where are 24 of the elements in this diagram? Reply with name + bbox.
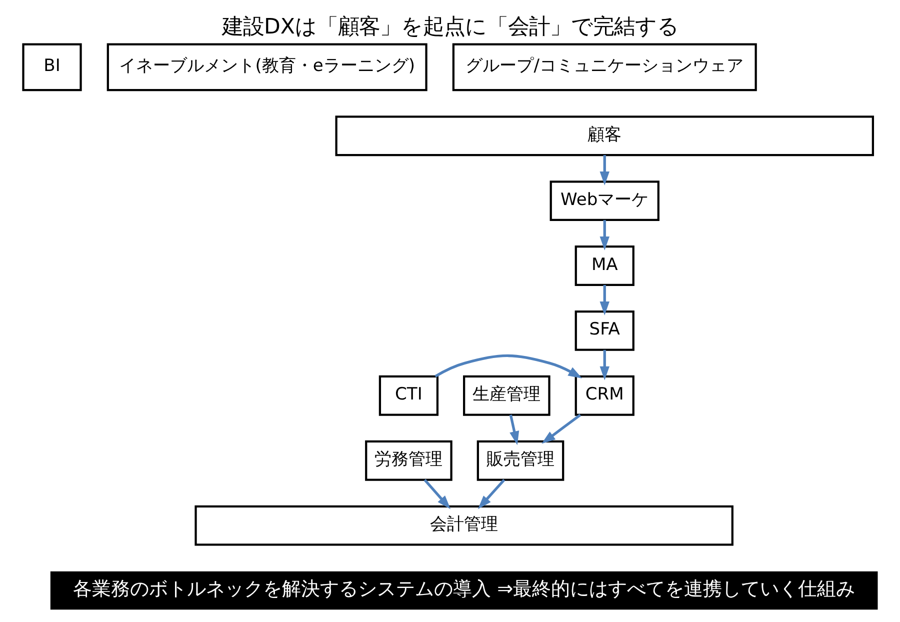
arrow xyxy=(423,478,450,510)
node-box: 顧客 xyxy=(334,116,874,156)
diagram-title: 建設DXは「顧客」を起点に「会計」で完結する xyxy=(222,14,678,40)
arrow xyxy=(599,350,609,380)
arrow xyxy=(599,155,609,186)
node-box: MA xyxy=(574,246,634,286)
arrow xyxy=(508,414,519,446)
arrow xyxy=(541,414,581,444)
node-box: イネーブルメント(教育・eラーニング) xyxy=(106,43,427,92)
node-box: 労務管理 xyxy=(364,440,452,481)
arrow xyxy=(477,478,505,510)
arrow xyxy=(434,354,582,378)
node-box: 生産管理 xyxy=(462,375,550,416)
node-box: Webマーケ xyxy=(549,180,659,222)
node-box: CRM xyxy=(574,375,634,416)
arrow xyxy=(599,285,609,316)
node-box: CTI xyxy=(378,375,438,416)
caption: 各業務のボトルネックを解決するシステムの導入 ⇒最終的にはすべてを連携していく仕組み xyxy=(72,577,855,600)
node-box: 会計管理 xyxy=(194,505,733,546)
node-box: SFA xyxy=(574,310,634,351)
node-box: 販売管理 xyxy=(476,440,564,481)
node-box: BI xyxy=(22,43,82,92)
node-box: グループ/コミュニケーションウェア xyxy=(452,43,756,92)
arrow xyxy=(599,220,609,250)
